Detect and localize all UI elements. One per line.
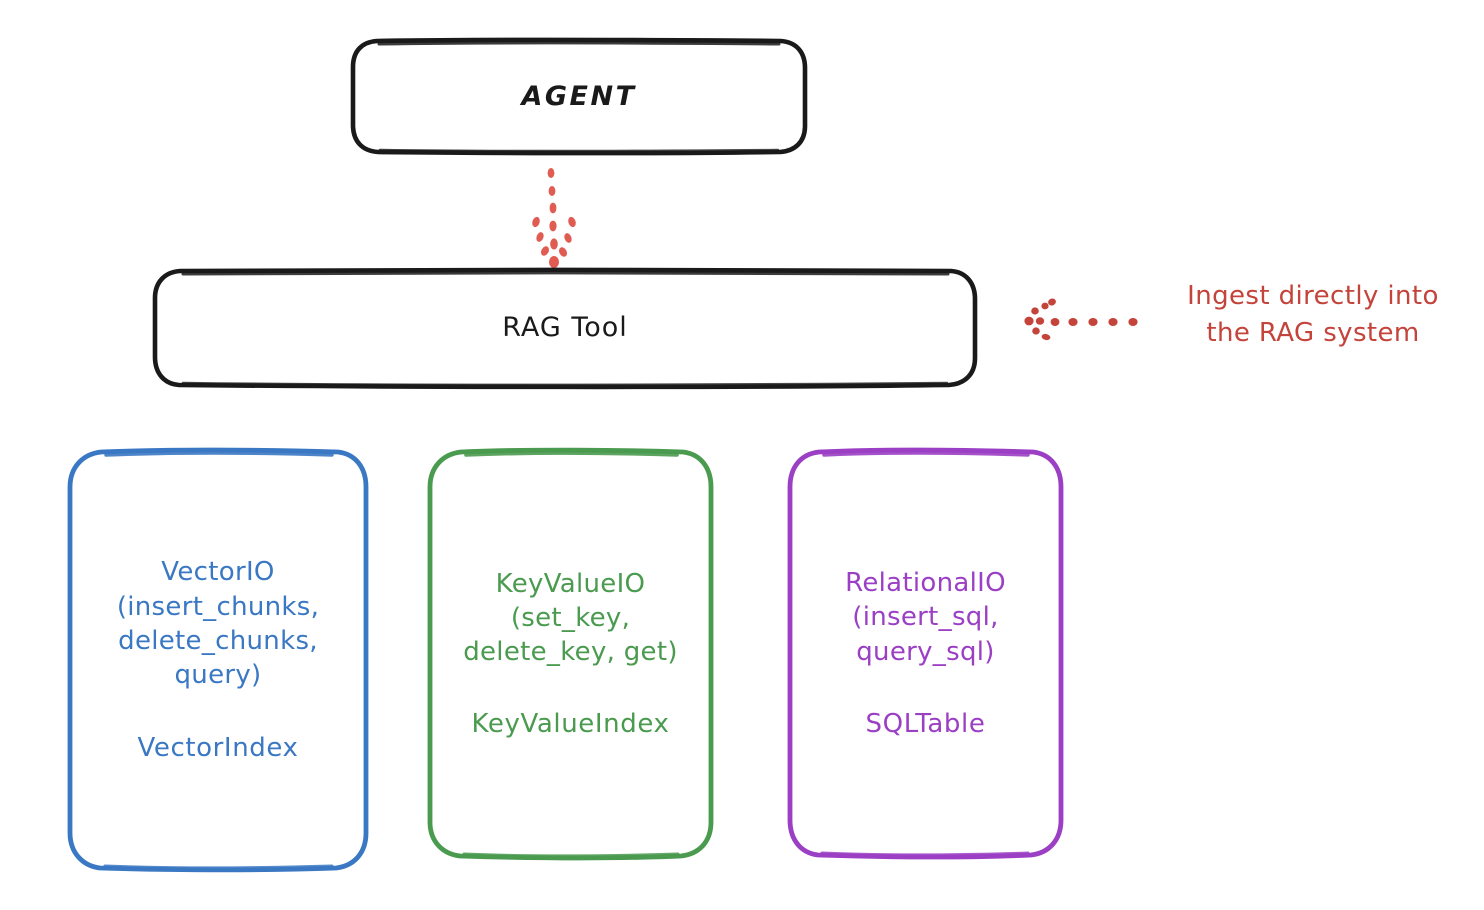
rag-tool-node[interactable]: RAG Tool [155, 270, 975, 385]
ingest-arrow-icon [1024, 298, 1138, 341]
key-value-io-entity-label: KeyValueIndex [471, 709, 670, 740]
relational-io-api-label: RelationalIO (insert_sql, query_sql) [845, 568, 1006, 667]
agent-label: AGENT [521, 80, 637, 112]
vector-io-entity-label: VectorIndex [137, 732, 299, 763]
agent-to-rag-tool-connector-icon [532, 168, 576, 268]
ingest-annotation-text: Ingest directly into the RAG system [1187, 281, 1439, 348]
relational-io-entity-label: SQLTable [865, 708, 986, 739]
vector-io-node[interactable]: VectorIO (insert_chunks, delete_chunks, … [70, 450, 366, 868]
vector-io-api-label: VectorIO (insert_chunks, delete_chunks, … [116, 557, 320, 691]
agent-node[interactable]: AGENT [353, 40, 805, 152]
key-value-io-api-label: KeyValueIO (set_key, delete_key, get) [463, 568, 678, 668]
key-value-io-node[interactable]: KeyValueIO (set_key, delete_key, get) Ke… [430, 450, 711, 856]
relational-io-node[interactable]: RelationalIO (insert_sql, query_sql) SQL… [790, 450, 1061, 855]
rag-tool-label: RAG Tool [502, 312, 628, 343]
